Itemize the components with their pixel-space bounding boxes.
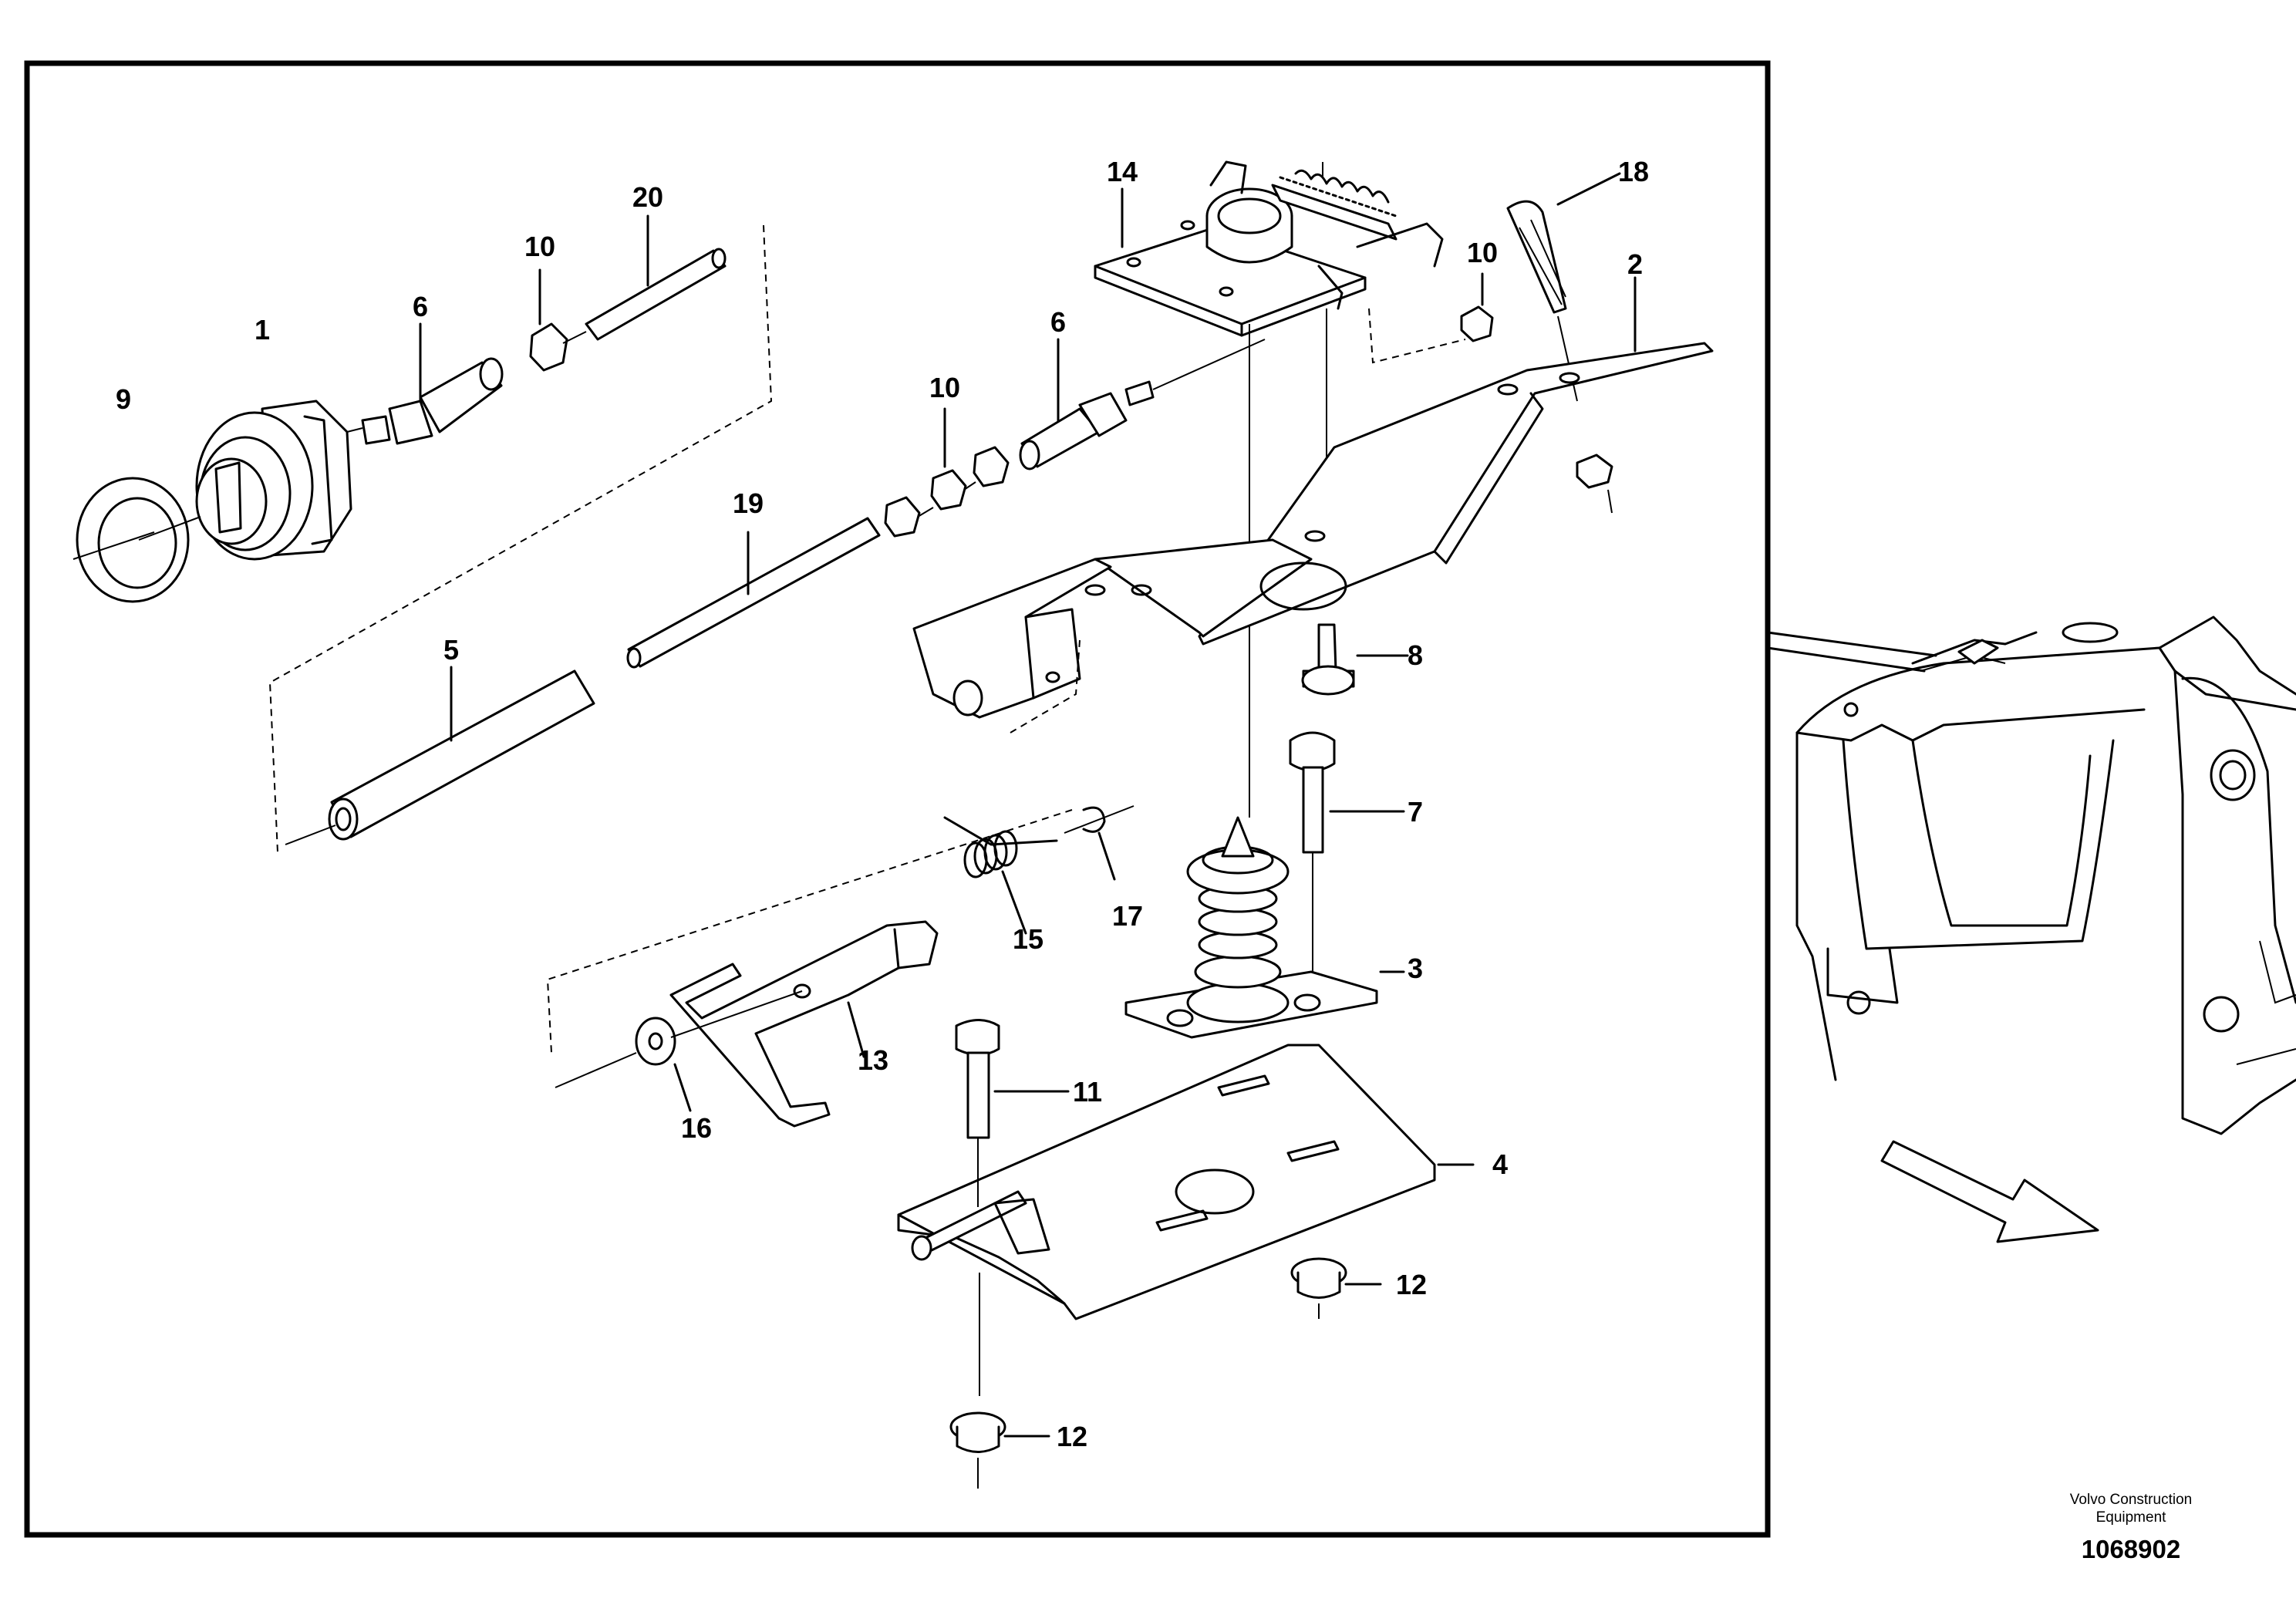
part-9-washer	[72, 477, 190, 603]
part-17-clip	[1064, 805, 1135, 881]
part-10-nuts-center	[884, 407, 1010, 538]
dashed-leader-center	[1010, 639, 1081, 733]
callout-11: 11	[1073, 1076, 1102, 1108]
callout-12-right: 12	[1396, 1269, 1427, 1300]
part-3-striker	[1124, 816, 1405, 1039]
part-6-plunger-center	[1019, 338, 1266, 470]
part-16-washer	[555, 990, 803, 1112]
callout-12-left: 12	[1057, 1421, 1087, 1452]
part-7-bolt	[1289, 731, 1405, 987]
callout-19: 19	[733, 487, 764, 519]
callout-8: 8	[1408, 639, 1423, 671]
part-13-latch-hook	[669, 920, 939, 1128]
callout-6-center: 6	[1050, 306, 1066, 338]
brand-line-1: Volvo Construction	[2070, 1492, 2192, 1508]
part-19-rod	[626, 517, 881, 669]
document-number: 1068902	[2082, 1535, 2180, 1563]
dashed-leader-right	[1368, 308, 1466, 364]
part-14-latch-bracket	[1094, 160, 1444, 818]
callout-16: 16	[681, 1112, 712, 1144]
callout-20: 20	[632, 181, 663, 213]
part-1-lock-cylinder	[138, 400, 352, 561]
callout-3: 3	[1408, 953, 1423, 984]
callout-15: 15	[1013, 923, 1043, 955]
part-8-bolt	[1301, 623, 1409, 696]
part-10-nut-right	[1460, 272, 1494, 342]
callout-10-right: 10	[1467, 237, 1498, 268]
part-12-nut-left	[949, 1411, 1050, 1489]
part-4-base-plate	[897, 1044, 1475, 1396]
brand-line-2: Equipment	[2096, 1509, 2167, 1526]
callout-6-left: 6	[413, 291, 428, 322]
forward-direction-arrow	[1880, 1140, 2099, 1243]
part-10-nut-left	[529, 268, 587, 372]
callout-9: 9	[116, 383, 131, 415]
callout-10-center: 10	[929, 372, 960, 403]
part-18-screw	[1506, 172, 1621, 402]
part-20-rod	[585, 214, 727, 341]
callout-14: 14	[1107, 156, 1138, 187]
part-11-bolt	[955, 1019, 1070, 1207]
dashed-group-left	[268, 224, 773, 853]
callout-5: 5	[443, 634, 459, 666]
part-15-torsion-spring	[943, 816, 1058, 935]
part-12-nut-right	[1290, 1257, 1382, 1319]
part-5-tube	[285, 666, 595, 845]
callout-7: 7	[1408, 796, 1423, 828]
callout-4: 4	[1492, 1148, 1508, 1180]
callout-10-left: 10	[524, 231, 555, 262]
callout-2: 2	[1627, 248, 1643, 280]
flange-nut-under-plate	[1576, 454, 1613, 514]
inset-pointer	[1766, 585, 1937, 673]
callout-13: 13	[858, 1044, 888, 1076]
callout-17: 17	[1112, 900, 1143, 932]
part-6-plunger-left	[346, 322, 504, 445]
diagram-frame	[24, 60, 1771, 1538]
callout-1: 1	[255, 314, 270, 346]
part-2-bracket-plate	[912, 276, 1714, 719]
machine-location-inset	[1795, 615, 2296, 1135]
callout-18: 18	[1618, 156, 1649, 187]
